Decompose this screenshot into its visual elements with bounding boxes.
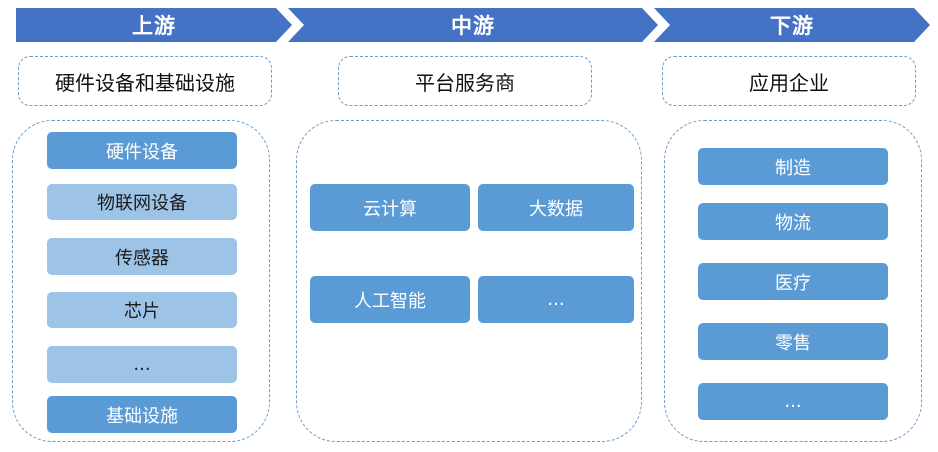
- midstream-item-more: ...: [478, 276, 634, 323]
- upstream-item-label: ...: [133, 354, 151, 375]
- stage-arrow-upstream: 上游: [16, 8, 292, 42]
- upstream-header-label: 硬件设备和基础设施: [55, 70, 235, 95]
- upstream-item-label: 芯片: [124, 301, 160, 322]
- stage-label-midstream: 中游: [451, 14, 495, 38]
- midstream-item-ai: 人工智能: [310, 276, 470, 323]
- midstream-item-label: 人工智能: [354, 290, 426, 312]
- upstream-item-label: 基础设施: [106, 405, 178, 427]
- stage-arrow-midstream: 中游: [288, 8, 658, 42]
- midstream-header-label: 平台服务商: [415, 70, 515, 95]
- downstream-item-healthcare: 医疗: [698, 263, 888, 300]
- stage-label-downstream: 下游: [770, 14, 814, 38]
- downstream-item-label: 制造: [775, 157, 811, 179]
- downstream-item-manufacturing: 制造: [698, 148, 888, 185]
- upstream-item-hardware: 硬件设备: [47, 132, 237, 169]
- upstream-item-sensors: 传感器: [47, 238, 237, 275]
- downstream-item-logistics: 物流: [698, 203, 888, 240]
- downstream-item-retail: 零售: [698, 323, 888, 360]
- upstream-item-infrastructure: 基础设施: [47, 396, 237, 433]
- midstream-item-label: 云计算: [363, 198, 417, 220]
- midstream-item-label: 大数据: [529, 198, 583, 220]
- midstream-header: 平台服务商: [338, 56, 592, 106]
- upstream-item-iot-devices: 物联网设备: [47, 184, 237, 220]
- upstream-item-label: 传感器: [115, 247, 169, 269]
- stage-arrow-downstream: 下游: [654, 8, 930, 42]
- downstream-header-label: 应用企业: [749, 70, 829, 95]
- downstream-item-more: ...: [698, 383, 888, 420]
- downstream-item-label: 物流: [775, 212, 811, 234]
- downstream-item-label: 零售: [775, 332, 811, 354]
- midstream-item-label: ...: [547, 289, 565, 310]
- upstream-item-label: 物联网设备: [97, 193, 187, 214]
- upstream-item-label: 硬件设备: [106, 141, 178, 163]
- upstream-header: 硬件设备和基础设施: [18, 56, 272, 106]
- midstream-item-big-data: 大数据: [478, 184, 634, 231]
- upstream-item-chips: 芯片: [47, 292, 237, 328]
- midstream-item-cloud-computing: 云计算: [310, 184, 470, 231]
- upstream-group: [12, 120, 270, 442]
- upstream-item-more: ...: [47, 346, 237, 383]
- stage-label-upstream: 上游: [132, 14, 176, 38]
- downstream-item-label: ...: [784, 391, 802, 412]
- downstream-item-label: 医疗: [775, 272, 811, 294]
- downstream-header: 应用企业: [662, 56, 916, 106]
